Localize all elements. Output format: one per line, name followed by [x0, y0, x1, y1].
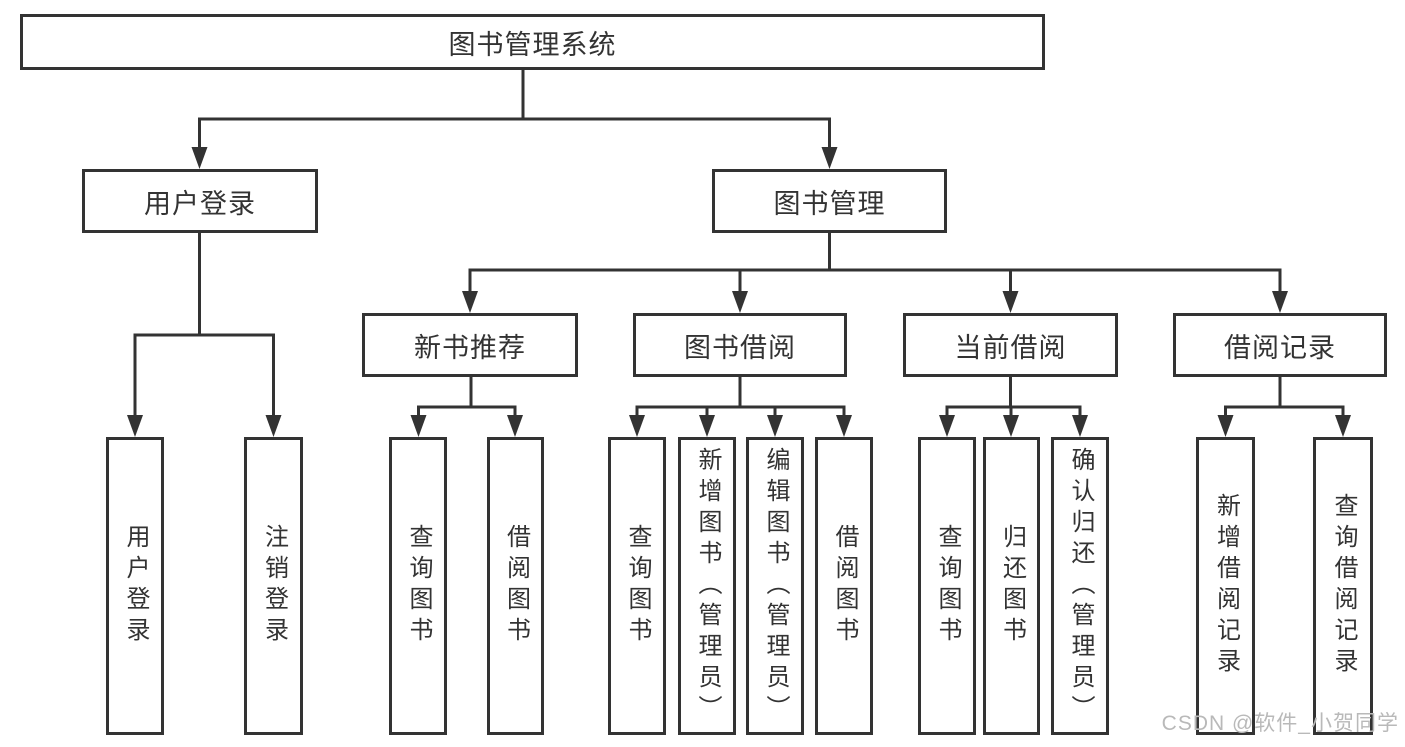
leaf-query-books-borrow: 查询图书 [608, 437, 666, 735]
connector-book-mgmt-tree [468, 233, 1282, 292]
node-new-book-rec: 新书推荐 [362, 313, 578, 377]
arrow-down-icon [1217, 415, 1234, 437]
arrow-down-icon [1003, 415, 1019, 437]
node-label: 图书借阅 [684, 332, 796, 363]
arrow-down-icon [462, 291, 478, 313]
arrow-down-icon [699, 415, 715, 437]
leaf-user-login: 用户登录 [106, 437, 164, 735]
node-label: 当前借阅 [954, 332, 1067, 363]
node-borrow-records: 借阅记录 [1173, 313, 1387, 377]
connector-new-book-rec-tree [417, 377, 517, 416]
leaf-borrow-books: 借阅图书 [815, 437, 873, 735]
leaf-query-books-current: 查询图书 [918, 437, 976, 735]
connector-borrow-records-tree [1224, 377, 1345, 416]
leaf-label: 借阅图书 [502, 524, 530, 648]
arrow-down-icon [767, 415, 783, 437]
connector-book-borrow-tree [635, 377, 846, 416]
arrow-down-icon [1002, 291, 1019, 313]
arrow-down-icon [410, 415, 427, 437]
leaf-label: 编辑图书（管理员） [762, 446, 789, 726]
leaf-label: 新增图书（管理员） [694, 446, 721, 726]
leaf-label: 新增借阅记录 [1212, 493, 1240, 679]
leaf-label: 查询图书 [624, 524, 651, 648]
arrow-down-icon [821, 147, 838, 169]
leaf-query-books-rec: 查询图书 [389, 437, 447, 735]
connector-root-tree [198, 70, 831, 148]
leaf-label: 确认归还（管理员） [1067, 446, 1094, 726]
arrow-down-icon [127, 415, 143, 437]
leaf-label: 归还图书 [998, 524, 1026, 648]
leaf-label: 用户登录 [122, 524, 149, 648]
arrow-down-icon [265, 415, 282, 437]
node-label: 图书管理系统 [448, 29, 617, 60]
connector-user-login-tree [133, 233, 275, 416]
node-user-login: 用户登录 [82, 169, 318, 233]
leaf-label: 注销登录 [260, 524, 288, 648]
connector-current-borrow-tree [945, 377, 1082, 416]
leaf-label: 借阅图书 [831, 524, 858, 648]
arrow-down-icon [629, 415, 645, 437]
leaf-label: 查询借阅记录 [1330, 493, 1357, 679]
arrow-down-icon [1272, 291, 1288, 313]
csdn-watermark: CSDN @软件_小贺同学 [1161, 712, 1399, 735]
arrow-down-icon [732, 291, 748, 313]
leaf-confirm-return-admin: 确认归还（管理员） [1051, 437, 1109, 735]
arrow-down-icon [1335, 415, 1351, 437]
arrow-down-icon [507, 415, 523, 437]
arrow-down-icon [836, 415, 852, 437]
leaf-return-books: 归还图书 [983, 437, 1040, 735]
leaf-logout: 注销登录 [244, 437, 303, 735]
leaf-query-borrow-record: 查询借阅记录 [1313, 437, 1373, 735]
node-current-borrow: 当前借阅 [903, 313, 1118, 377]
node-label: 图书管理 [773, 188, 886, 219]
arrow-down-icon [191, 147, 208, 169]
leaf-edit-books-admin: 编辑图书（管理员） [746, 437, 804, 735]
leaf-add-borrow-record: 新增借阅记录 [1196, 437, 1255, 735]
node-book-borrow: 图书借阅 [633, 313, 847, 377]
leaf-borrow-books-rec: 借阅图书 [487, 437, 544, 735]
node-label: 借阅记录 [1224, 332, 1336, 363]
arrow-down-icon [939, 415, 955, 437]
node-root-system: 图书管理系统 [20, 14, 1045, 70]
node-label: 新书推荐 [414, 332, 526, 363]
leaf-label: 查询图书 [405, 524, 432, 648]
arrow-down-icon [1072, 415, 1088, 437]
leaf-add-books-admin: 新增图书（管理员） [678, 437, 736, 735]
leaf-label: 查询图书 [934, 524, 961, 648]
node-label: 用户登录 [144, 188, 256, 219]
node-book-mgmt: 图书管理 [712, 169, 947, 233]
